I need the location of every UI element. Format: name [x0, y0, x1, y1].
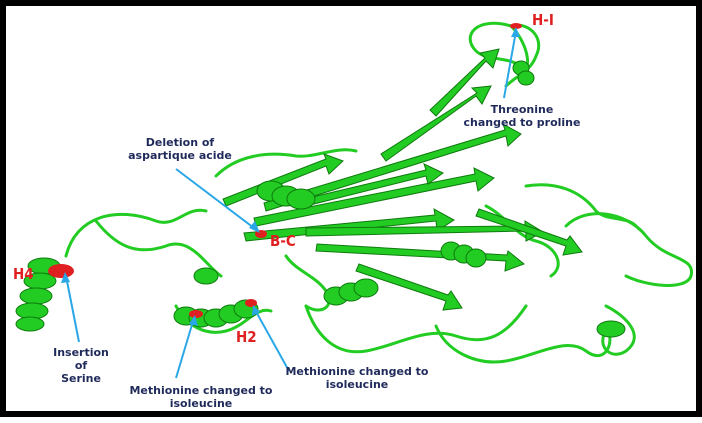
- site-label-h4: H4: [13, 265, 34, 283]
- annotation-methionine-right: Methionine changed to isoleucine: [285, 365, 429, 391]
- helix-right: [440, 241, 487, 268]
- mutation-h2-left: [189, 310, 203, 318]
- arrowhead-methionine-right: [252, 305, 260, 316]
- mutation-h4: [48, 264, 74, 278]
- annotation-insertion: Insertion of Serine: [53, 346, 109, 385]
- strand-6: [355, 263, 463, 311]
- protein-structure: [15, 21, 693, 379]
- pointer-methionine-left: [175, 317, 195, 379]
- annotation-threonine: Threonine changed to proline: [463, 103, 581, 129]
- loop-upper-left: [214, 148, 358, 178]
- pointer-threonine: [503, 30, 517, 99]
- loop-bottom-center: [304, 304, 528, 354]
- annotation-deletion: Deletion of aspartique acide: [128, 136, 232, 162]
- arrowhead-methionine-left: [189, 315, 198, 326]
- helix-h4: [15, 257, 61, 332]
- loop-top-right: [504, 23, 540, 88]
- strand-7: [380, 85, 492, 162]
- loop-far-right: [601, 304, 636, 356]
- annotation-methionine-left: Methionine changed to isoleucine: [129, 384, 273, 410]
- mutation-h2-right: [245, 299, 257, 307]
- pointer-methionine-right: [253, 307, 290, 372]
- pointer-insertion: [65, 275, 80, 343]
- helix-center-left: [256, 180, 316, 210]
- helix-top: [512, 60, 535, 86]
- strand-5: [315, 243, 525, 272]
- strand-9: [222, 153, 344, 207]
- arrowhead-threonine: [511, 27, 520, 37]
- loop-center-small: [284, 254, 331, 312]
- arrowhead-deletion: [249, 221, 260, 233]
- loop-left-long: [64, 208, 208, 258]
- mutation-h1: [510, 23, 522, 29]
- loop-bottom-right: [434, 324, 612, 364]
- helix-far-right: [596, 320, 626, 338]
- strand-10: [303, 163, 444, 207]
- loop-right-upper: [524, 183, 638, 228]
- site-label-h2: H2: [236, 328, 257, 346]
- site-label-h1: H-I: [532, 11, 554, 29]
- strand-3: [243, 208, 455, 242]
- helix-small-left: [193, 267, 219, 285]
- helix-bottom-center: [323, 278, 379, 306]
- loop-right: [564, 212, 693, 287]
- arrowhead-insertion: [61, 272, 70, 283]
- strand-8: [429, 48, 500, 117]
- strand-11: [475, 208, 583, 256]
- site-label-bc: B-C: [270, 232, 296, 250]
- pointer-deletion: [175, 168, 259, 232]
- strand-2: [253, 167, 495, 227]
- loop-left-mid: [94, 219, 223, 278]
